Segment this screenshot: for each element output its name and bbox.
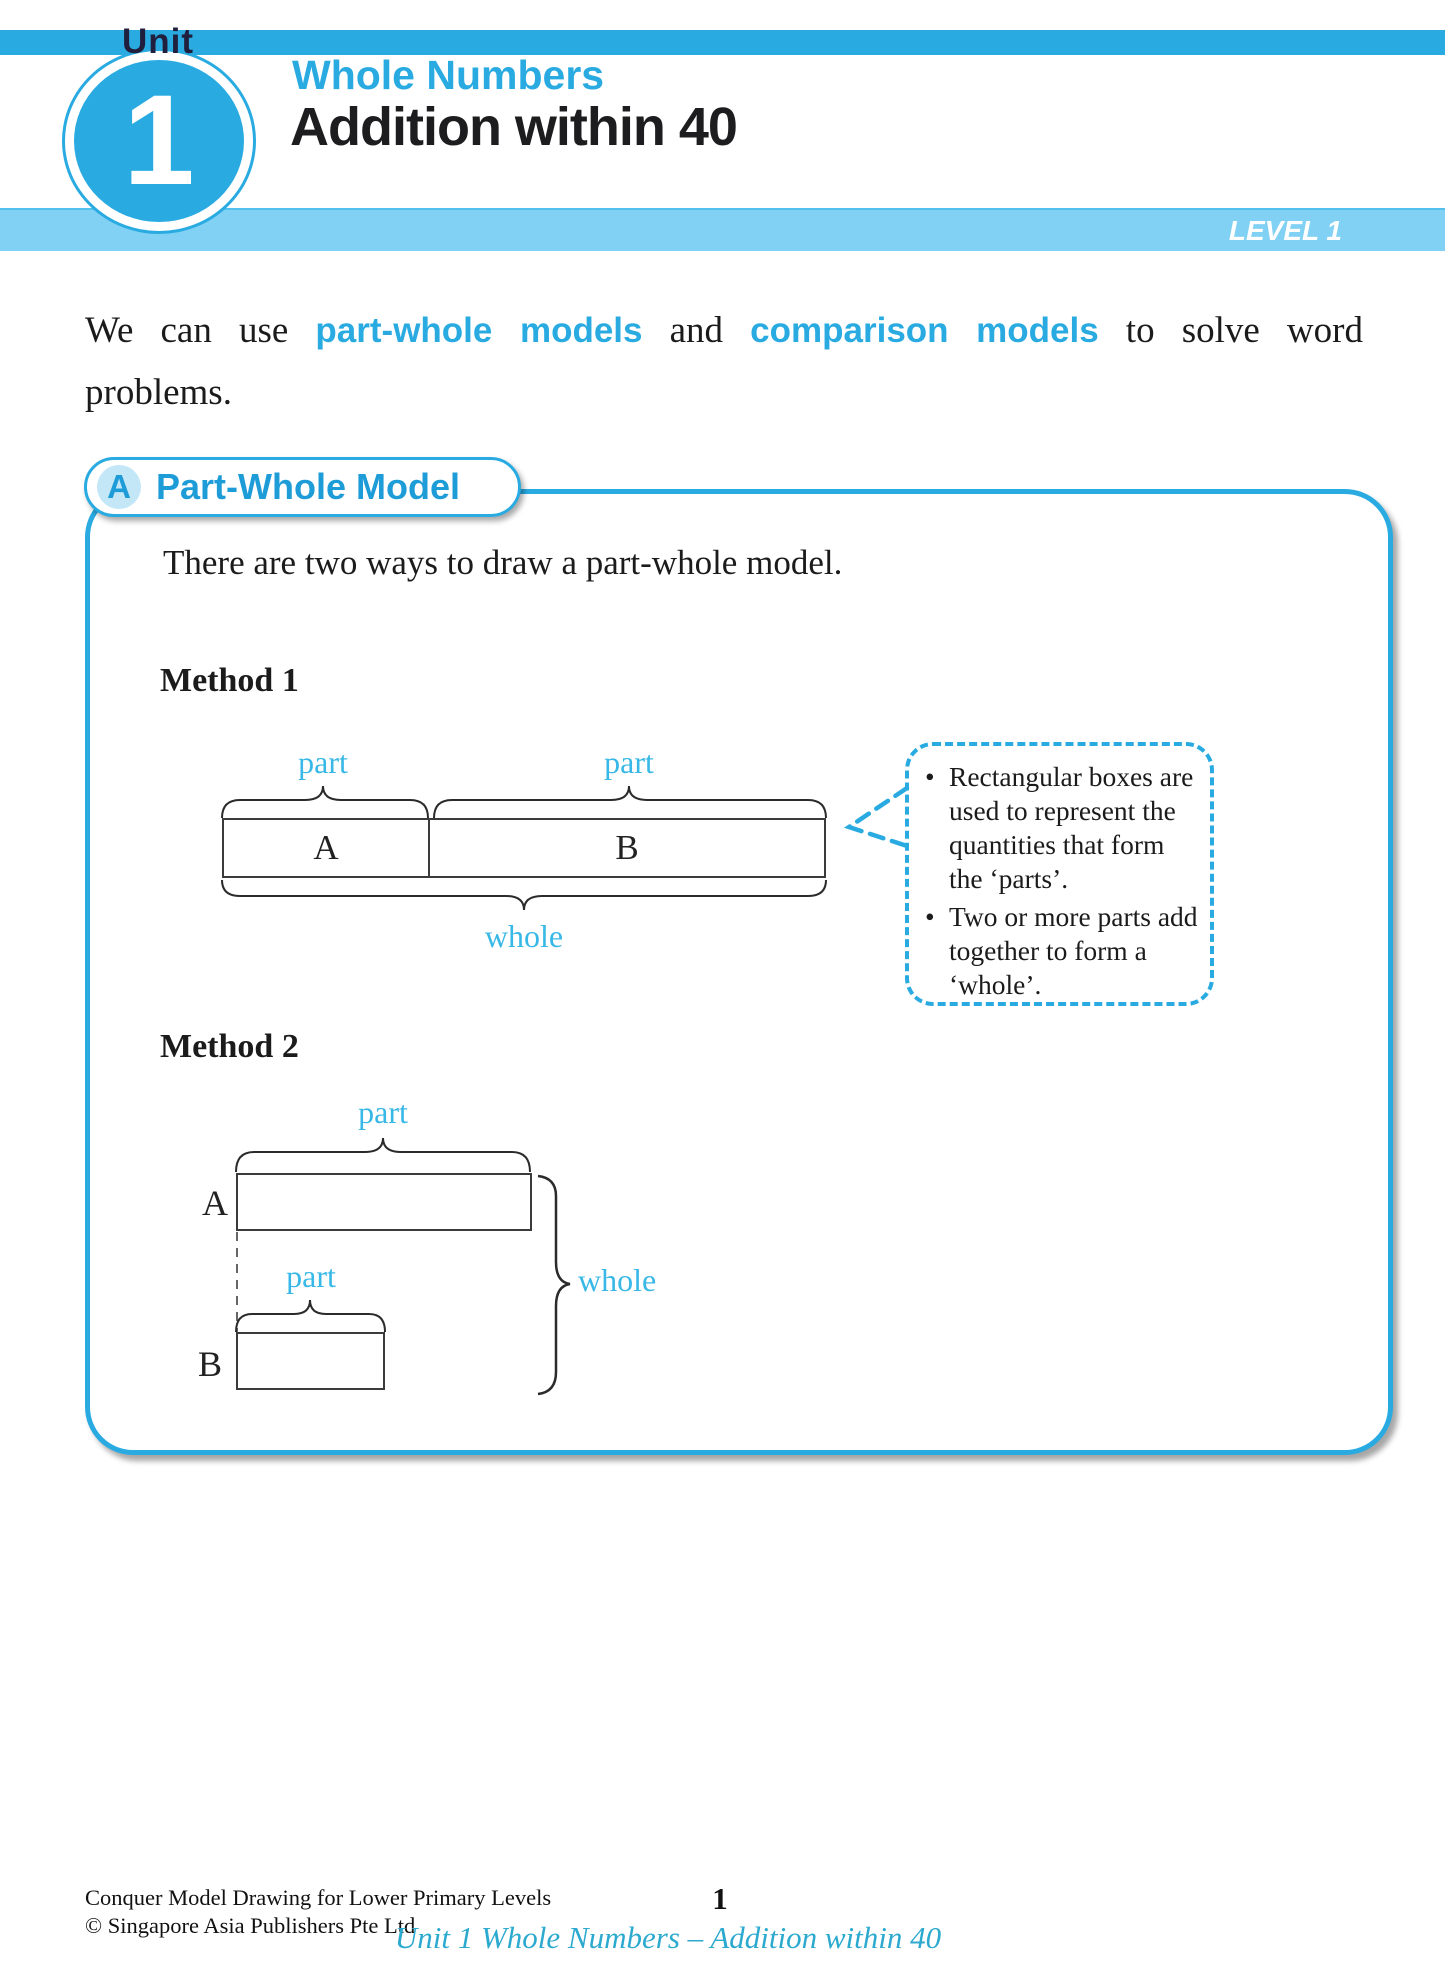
method2-box-a <box>236 1173 532 1231</box>
section-title: Part-Whole Model <box>156 466 460 507</box>
intro-mid: and <box>642 310 751 351</box>
term-part-whole-models: part-whole models <box>315 311 643 350</box>
method1-whole-label: whole <box>484 918 564 954</box>
imprint-line-1: Conquer Model Drawing for Lower Primary … <box>85 1885 552 1910</box>
footer-imprint: Conquer Model Drawing for Lower Primary … <box>85 1884 551 1940</box>
method1-part-label-1: part <box>298 744 348 780</box>
bullet-icon: • <box>925 761 935 792</box>
method1-box-b: B <box>615 828 639 867</box>
method2-heading: Method 2 <box>160 1028 299 1065</box>
section-lead-sentence: There are two ways to draw a part-whole … <box>163 543 843 582</box>
unit-label: Unit <box>122 22 195 61</box>
page-title: Addition within 40 <box>290 97 738 157</box>
unit-number-circle: 1 <box>74 60 244 222</box>
unit-number: 1 <box>123 69 195 212</box>
method1-part-label-2: part <box>604 744 654 780</box>
footer-tagline: Unit 1 Whole Numbers – Addition within 4… <box>394 1920 942 1955</box>
notes-callout: • Rectangular boxes are used to represen… <box>905 742 1214 1006</box>
header-top-bar <box>0 30 1445 55</box>
intro-paragraph: We can use part-whole models and compari… <box>85 300 1363 424</box>
intro-line-2: problems. <box>85 372 232 413</box>
level-label: LEVEL 1 <box>1228 215 1342 246</box>
subject-title: Whole Numbers <box>292 52 605 98</box>
callout-bullet-1: • Rectangular boxes are used to represen… <box>925 760 1202 896</box>
intro-line-1: We can use part-whole models and compari… <box>85 300 1363 362</box>
callout-bullet-2-text: Two or more parts add together to form a… <box>949 901 1198 1000</box>
intro-post: to solve word <box>1098 310 1363 351</box>
method1-bar-model: A B <box>222 818 826 878</box>
term-comparison-models: comparison models <box>750 311 1099 350</box>
method2-box-b <box>236 1332 385 1390</box>
intro-pre: We can use <box>85 310 316 351</box>
callout-bullet-1-text: Rectangular boxes are used to represent … <box>949 761 1194 894</box>
method2-whole-label: whole <box>578 1262 657 1298</box>
imprint-line-2: © Singapore Asia Publishers Pte Ltd <box>85 1913 416 1938</box>
method2-part-label-b: part <box>286 1258 336 1294</box>
bullet-icon: • <box>925 901 935 932</box>
unit-number-badge: 1 <box>62 48 256 234</box>
method1-box-a: A <box>224 820 430 876</box>
method2-row-label-b: B <box>198 1344 223 1384</box>
method2-part-label-a: part <box>358 1094 408 1130</box>
callout-bullet-2: • Two or more parts add together to form… <box>925 900 1202 1002</box>
method1-heading: Method 1 <box>160 662 299 699</box>
section-a-header: A Part-Whole Model <box>84 457 521 517</box>
section-letter-badge: A <box>97 465 141 509</box>
level-banner: LEVEL 1 <box>0 208 1445 251</box>
page-number: 1 <box>712 1881 728 1916</box>
method2-row-label-a: A <box>202 1183 228 1223</box>
